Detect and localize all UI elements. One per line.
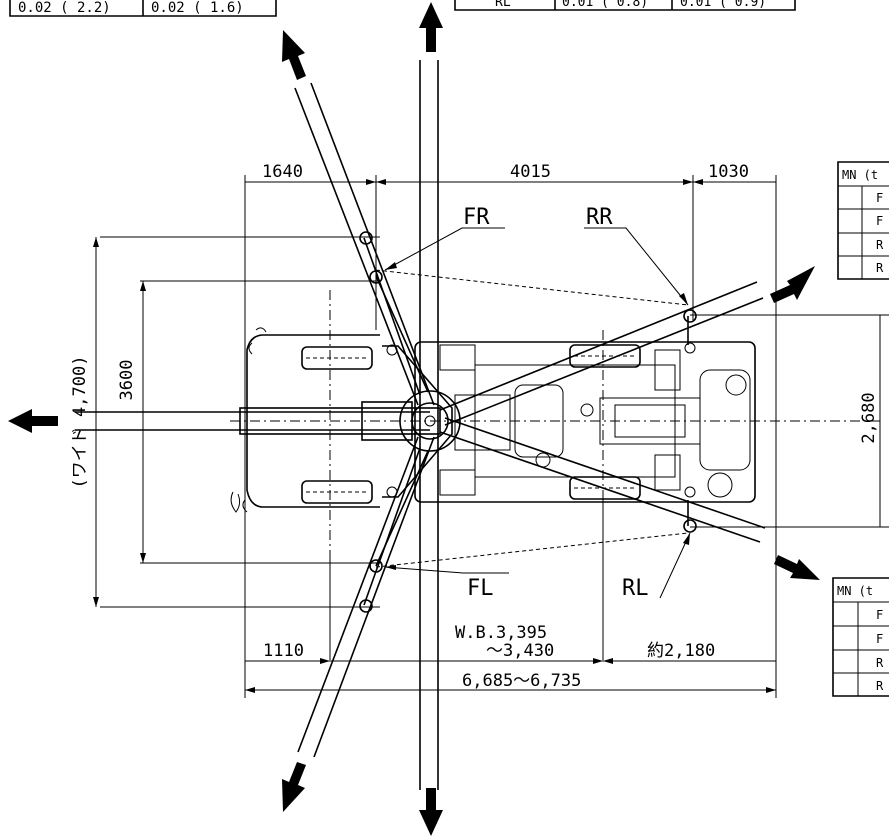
centre-lines xyxy=(230,290,880,560)
right-upper-table: MN (t F F R R xyxy=(837,161,889,280)
dim-left-outer: (ワイド 4,700) xyxy=(70,356,90,489)
right-lower-table: MN (t F F R R xyxy=(832,577,889,697)
top-right-cell-2: 0.01 ( 0.9) xyxy=(680,0,766,10)
outriggers xyxy=(359,231,697,613)
arrow-down-left-icon xyxy=(282,762,306,812)
extension-lines xyxy=(100,175,889,698)
right-lower-row-4: R xyxy=(876,679,884,693)
dim-right-width: 2,680 xyxy=(859,392,879,443)
arrow-left-icon xyxy=(8,409,58,433)
label-fl: FL xyxy=(467,576,494,601)
dim-top-rear: 1030 xyxy=(708,162,749,182)
dim-top-middle: 4015 xyxy=(510,162,551,182)
arrow-down-icon xyxy=(419,788,443,836)
dim-wheelbase-1: W.B.3,395 xyxy=(455,623,547,643)
front-cab xyxy=(230,327,380,513)
arrow-up-icon xyxy=(419,2,443,52)
outrigger-labels: FR RR FL RL xyxy=(384,205,691,601)
top-left-table: 0.02 ( 2.2) 0.02 ( 1.6) xyxy=(9,0,277,17)
dim-bottom-front: 1110 xyxy=(263,641,304,661)
dim-overall: 6,685～6,735 xyxy=(462,671,581,691)
right-upper-row-1: F xyxy=(876,191,883,205)
swing-lines xyxy=(8,2,820,836)
label-rr: RR xyxy=(586,205,613,230)
arrow-down-right-icon xyxy=(774,555,820,580)
right-upper-row-4: R xyxy=(876,261,884,275)
top-right-table: RL 0.01 ( 0.8) 0.01 ( 0.9) xyxy=(454,0,796,11)
right-upper-row-3: R xyxy=(876,238,884,252)
label-rl: RL xyxy=(622,576,649,601)
dim-wheelbase-2: ～3,430 xyxy=(486,641,554,661)
arrow-up-left-icon xyxy=(282,30,306,80)
dim-bottom-rear: 約2,180 xyxy=(647,641,715,661)
carrier-chassis xyxy=(414,341,756,503)
label-fr: FR xyxy=(463,205,490,230)
dim-left-inner: 3600 xyxy=(117,360,137,401)
right-lower-row-1: F xyxy=(876,608,883,622)
right-lower-row-2: F xyxy=(876,632,883,646)
right-lower-header: MN (t xyxy=(837,584,873,598)
right-upper-row-2: F xyxy=(876,214,883,228)
top-left-cell-1: 0.02 ( 2.2) xyxy=(18,0,111,16)
dim-top-front: 1640 xyxy=(262,162,303,182)
top-left-cell-2: 0.02 ( 1.6) xyxy=(151,0,244,16)
right-lower-row-3: R xyxy=(876,656,884,670)
top-right-cell-1: 0.01 ( 0.8) xyxy=(562,0,648,10)
right-upper-header: MN (t xyxy=(842,168,878,182)
arrow-up-right-icon xyxy=(770,266,815,303)
tyres xyxy=(301,344,641,504)
support-polygon xyxy=(375,269,689,568)
dimension-lines xyxy=(93,179,881,693)
top-right-label: RL xyxy=(495,0,511,10)
